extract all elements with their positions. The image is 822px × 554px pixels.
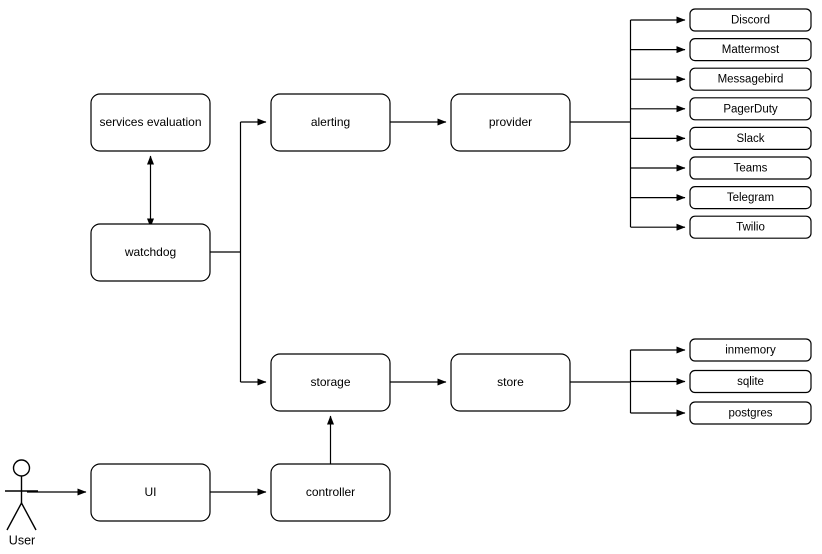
node-alerting-label: alerting (311, 115, 350, 129)
node-telegram-box (689, 186, 812, 210)
node-sqlite-box (689, 369, 812, 394)
node-store[interactable]: store (450, 353, 571, 412)
node-teams-label: Teams (734, 163, 768, 175)
node-watchdog-label: watchdog (124, 245, 176, 259)
node-watchdog[interactable]: watchdog (90, 223, 211, 282)
node-discord-label: Discord (731, 15, 770, 27)
node-layer: services evaluation watchdog alerting pr… (90, 93, 571, 522)
node-teams-box (689, 156, 812, 180)
node-telegram[interactable]: Telegram (689, 186, 812, 210)
node-sqlite-label: sqlite (737, 376, 764, 388)
node-twilio-label: Twilio (736, 222, 765, 234)
node-services-evaluation-box (90, 93, 211, 152)
node-postgres[interactable]: postgres (689, 401, 812, 425)
provider-implementation-list: DiscordMattermostMessagebirdPagerDutySla… (689, 8, 812, 239)
node-provider[interactable]: provider (450, 93, 571, 152)
node-mattermost-box (689, 37, 812, 62)
node-storage-label: storage (310, 375, 350, 389)
node-services-evaluation-label: services evaluation (99, 115, 201, 129)
node-ui[interactable]: UI (90, 463, 211, 522)
node-storage[interactable]: storage (270, 353, 391, 412)
node-pagerduty-box (689, 97, 812, 121)
node-provider-label: provider (489, 115, 532, 129)
node-teams[interactable]: Teams (689, 156, 812, 180)
actor-legs-icon (6, 501, 37, 531)
node-alerting[interactable]: alerting (270, 93, 391, 152)
store-fanout-branches (630, 346, 686, 417)
node-provider-box (450, 93, 571, 152)
node-alerting-box (270, 93, 391, 152)
node-watchdog-box (90, 223, 211, 282)
node-slack-label: Slack (736, 133, 764, 145)
node-messagebird[interactable]: Messagebird (689, 67, 812, 91)
store-implementation-list: inmemory sqlite postgres (689, 338, 812, 425)
provider-fanout-branches (630, 16, 686, 231)
node-postgres-label: postgres (728, 408, 772, 420)
node-pagerduty[interactable]: PagerDuty (689, 97, 812, 121)
actor-user[interactable]: User (5, 459, 38, 547)
node-inmemory[interactable]: inmemory (689, 338, 812, 362)
node-ui-box (90, 463, 211, 522)
edge-layer (27, 16, 686, 496)
node-storage-box (270, 353, 391, 412)
node-mattermost[interactable]: Mattermost (689, 37, 812, 62)
node-mattermost-label: Mattermost (722, 44, 780, 56)
node-slack[interactable]: Slack (689, 126, 812, 151)
node-discord-box (689, 8, 812, 32)
node-controller-label: controller (306, 485, 355, 499)
node-pagerduty-label: PagerDuty (723, 103, 778, 115)
node-discord[interactable]: Discord (689, 8, 812, 32)
node-ui-label: UI (145, 485, 157, 499)
node-services-evaluation[interactable]: services evaluation (90, 93, 211, 152)
node-inmemory-box (689, 338, 812, 362)
node-controller-box (270, 463, 391, 522)
node-twilio-box (689, 215, 812, 239)
node-messagebird-box (689, 67, 812, 91)
node-store-box (450, 353, 571, 412)
node-sqlite[interactable]: sqlite (689, 369, 812, 394)
node-messagebird-label: Messagebird (718, 74, 784, 86)
node-controller[interactable]: controller (270, 463, 391, 522)
node-store-label: store (497, 375, 524, 389)
actor-head-icon (12, 459, 31, 477)
node-postgres-box (689, 401, 812, 425)
node-telegram-label: Telegram (727, 192, 774, 204)
actor-label: User (9, 533, 35, 547)
node-twilio[interactable]: Twilio (689, 215, 812, 239)
node-slack-box (689, 126, 812, 151)
node-inmemory-label: inmemory (725, 345, 776, 357)
